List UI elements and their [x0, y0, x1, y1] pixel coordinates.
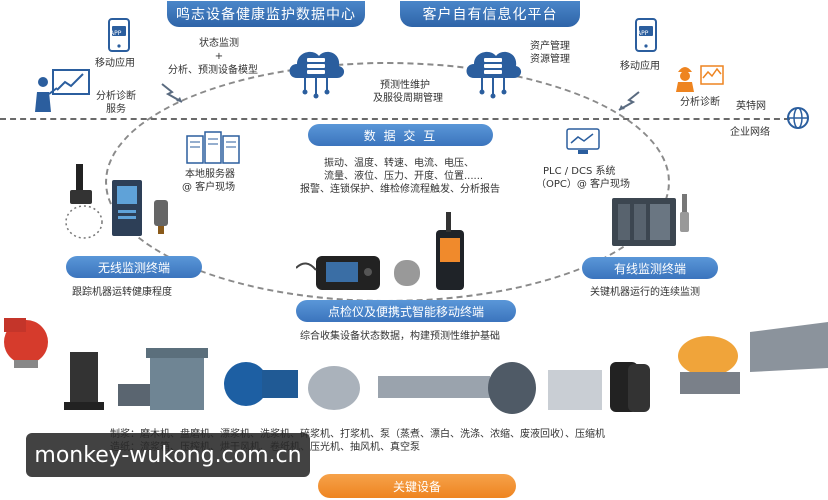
- washer-drum: [308, 366, 360, 410]
- portable-terminal-caption: 综合收集设备状态数据，构建预测性维护基础: [300, 331, 500, 342]
- lifecycle-management-label: 及服役周期管理: [373, 93, 443, 104]
- enterprise-network-label: 企业网络: [730, 127, 770, 138]
- wireless-terminal-title: 无线监测终端: [66, 256, 202, 278]
- key-equipment-title: 关键设备: [318, 474, 516, 498]
- watermark-label: monkey-wukong.com.cn: [26, 433, 310, 477]
- wired-terminal-title: 有线监测终端: [582, 257, 718, 279]
- mobile-app-label-right: 移动应用: [620, 61, 660, 72]
- mobile-app-icon: [108, 18, 130, 52]
- engineer-diagnosis-icon: [676, 65, 724, 92]
- portable-terminal-title: 点检仪及便携式智能移动终端: [296, 300, 516, 322]
- server-rack-icon: [186, 131, 240, 164]
- cloud-database-icon-left: [289, 51, 345, 99]
- wireless-terminal-caption: 跟踪机器运转健康程度: [72, 287, 172, 298]
- slurry-pump-blue: [224, 362, 298, 406]
- data-exchange-line3: 报警、连锁保护、维检修流程触发、分析报告: [300, 184, 500, 195]
- wired-monitor-hardware: [612, 194, 689, 246]
- cloud-database-icon-right: [466, 51, 522, 99]
- resource-management-label: 资源管理: [530, 54, 570, 65]
- key-equipment-images: [4, 318, 828, 414]
- multistage-pump: [378, 376, 490, 398]
- cloud-label-status: 状态监测: [199, 38, 239, 49]
- local-server-location: @ 客户现场: [182, 182, 236, 193]
- grinder-machine: [146, 348, 208, 410]
- globe-icon: [787, 107, 809, 129]
- data-exchange-title: 数 据 交 互: [308, 124, 493, 146]
- customer-platform-header: 客户自有信息化平台: [400, 1, 580, 27]
- centrifugal-fan-red: [4, 318, 48, 368]
- wired-terminal-caption: 关键机器运行的连续监测: [590, 287, 700, 298]
- data-exchange-line1: 振动、温度、转速、电流、电压、: [324, 158, 474, 169]
- motor-grey: [118, 384, 150, 406]
- vertical-pump: [64, 352, 104, 410]
- concrete-pump-orange: [678, 336, 740, 394]
- equipment-list-pulping: 制浆：磨木机、盘磨机、漂浆机、洗浆机、碎浆机、打浆机、泵（蒸煮、漂白、洗涤、浓缩…: [110, 429, 605, 440]
- mobile-app-label-left: 移动应用: [95, 58, 135, 69]
- asset-management-label: 资产管理: [530, 41, 570, 52]
- signal-lightning-icon-left: [161, 83, 183, 103]
- cloud-label-model: 分析、预测设备模型: [168, 65, 258, 76]
- app-badge-left: APP: [110, 30, 122, 37]
- app-badge-right: APP: [637, 30, 649, 37]
- paper-machine: [750, 322, 828, 372]
- analysis-diagnosis-label-right: 分析诊断: [680, 97, 720, 108]
- local-server-label: 本地服务器: [185, 169, 235, 180]
- monitoring-center-header: 鸣志设备健康监护数据中心: [167, 1, 365, 27]
- signal-lightning-icon-right: [618, 91, 640, 111]
- analysis-service-line2: 服务: [106, 104, 126, 115]
- data-exchange-line2: 流量、液位、压力、开度、位置......: [324, 171, 484, 182]
- internet-label: 英特网: [736, 101, 766, 112]
- computer-monitor-icon: [566, 128, 600, 154]
- mobile-app-icon-right: [635, 18, 657, 52]
- cloud-label-plus: +: [214, 51, 224, 62]
- wireless-sensor-hardware: [65, 164, 168, 239]
- predictive-maintenance-label: 预测性维护: [380, 80, 430, 91]
- portable-inspection-devices: [296, 212, 464, 290]
- analysis-service-line1: 分析诊断: [96, 91, 136, 102]
- blower-fan: [488, 362, 536, 414]
- induction-motor: [548, 370, 602, 410]
- network-divider: [0, 118, 790, 120]
- plc-location-label: （OPC）@ 客户现场: [536, 179, 631, 190]
- presenter-chart-icon: [35, 69, 90, 112]
- plc-dcs-label: PLC / DCS 系统: [543, 166, 616, 177]
- compressor-dark: [610, 362, 650, 412]
